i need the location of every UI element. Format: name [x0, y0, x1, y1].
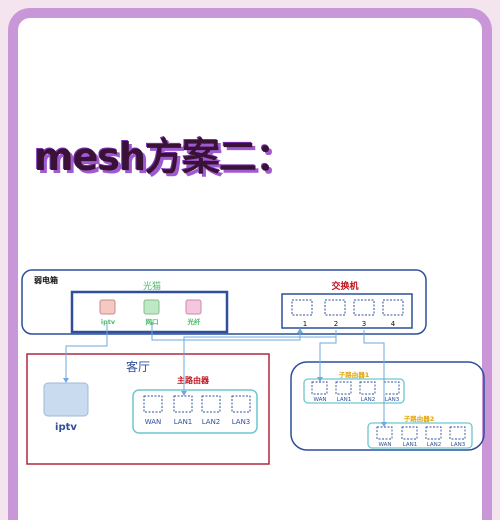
- sub-router-2-port-lan2: [425, 426, 442, 440]
- main-router-port-label-lan3: LAN3: [232, 418, 251, 426]
- modem-port-label-fiber: 光纤: [187, 317, 202, 326]
- weak-box: [21, 269, 427, 335]
- sub-router-2-port-label-lan2: LAN2: [427, 442, 442, 448]
- sub-router-1-box: [303, 378, 405, 404]
- switch-port-2: [324, 299, 346, 316]
- arrow-to-sub-router-1: [317, 377, 323, 382]
- weak-box-label: 弱电箱: [34, 275, 58, 285]
- main-router-port-label-lan1: LAN1: [174, 418, 193, 426]
- sub-router-2-port-wan: [376, 426, 393, 440]
- sub-router-1-label: 子路由器1: [339, 370, 370, 379]
- sub-router-1-port-label-wan: WAN: [313, 397, 326, 403]
- arrow-to-main-router: [181, 391, 187, 396]
- sub-router-2-port-label-lan3: LAN3: [451, 442, 466, 448]
- living-room-box: [26, 353, 270, 465]
- main-router-port-label-lan2: LAN2: [202, 418, 221, 426]
- switch-port-3: [353, 299, 375, 316]
- sub-router-1-port-label-lan1: LAN1: [337, 397, 352, 403]
- modem-box: [70, 290, 229, 334]
- link-modem-lan-to-switch: [151, 322, 301, 341]
- switch-label: 交换机: [331, 280, 358, 292]
- modem-port-lan: [143, 299, 160, 315]
- switch-port-1: [291, 299, 313, 316]
- link-switch-3-to-sub-router-2: [363, 330, 385, 426]
- arrow-to-sub-router-2: [381, 422, 387, 427]
- main-router-port-lan2: [201, 395, 221, 413]
- arrow-to-switch: [297, 328, 303, 333]
- switch-port-4: [382, 299, 404, 316]
- main-router-label: 主路由器: [177, 375, 210, 385]
- link-modem-iptv-to-tv: [65, 322, 108, 382]
- modem-label: 光猫: [143, 280, 161, 292]
- modem-port-iptv: [99, 299, 116, 315]
- page-title: mesh方案二：: [34, 135, 294, 179]
- main-router-port-wan: [143, 395, 163, 413]
- content-card: [8, 8, 492, 520]
- sub-router-2-box: [367, 422, 473, 449]
- sub-router-2-label: 子路由器2: [404, 414, 435, 423]
- arrow-to-tv: [63, 378, 69, 383]
- switch-port-label-1: 1: [303, 320, 307, 328]
- tv-icon: [43, 382, 89, 417]
- sub-router-1-port-label-lan2: LAN2: [361, 397, 376, 403]
- sub-router-2-port-lan3: [449, 426, 466, 440]
- switch-port-label-2: 2: [334, 320, 338, 328]
- main-router-port-lan3: [231, 395, 251, 413]
- tv-label: iptv: [55, 422, 77, 433]
- sub-router-1-port-lan3: [383, 381, 400, 395]
- link-switch-2-to-sub-router-1: [319, 330, 337, 381]
- switch-box: [281, 293, 413, 329]
- switch-port-label-3: 3: [362, 320, 366, 328]
- sub-router-1-port-lan1: [335, 381, 352, 395]
- sub-router-group: [290, 361, 485, 451]
- main-router-box: [132, 389, 258, 434]
- modem-port-label-iptv: iptv: [101, 318, 116, 326]
- main-router-port-label-wan: WAN: [145, 418, 162, 426]
- sub-router-1-port-wan: [311, 381, 328, 395]
- switch-port-label-4: 4: [391, 320, 396, 328]
- modem-port-fiber: [185, 299, 202, 315]
- living-room-label: 客厅: [126, 359, 150, 374]
- sub-router-1-port-label-lan3: LAN3: [385, 397, 400, 403]
- sub-router-2-port-label-wan: WAN: [378, 442, 391, 448]
- main-router-port-lan1: [173, 395, 193, 413]
- sub-router-1-port-lan2: [359, 381, 376, 395]
- sub-router-2-port-lan1: [401, 426, 418, 440]
- sub-router-2-port-label-lan1: LAN1: [403, 442, 418, 448]
